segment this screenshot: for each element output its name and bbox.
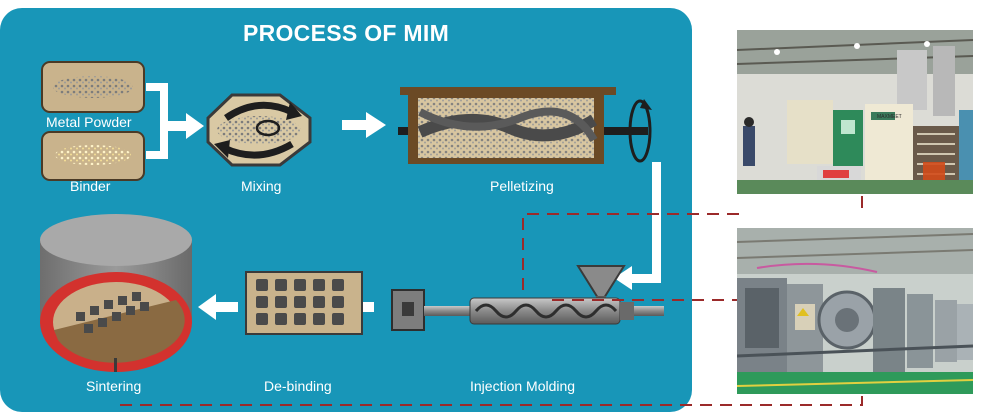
- arrow-to-injection: [614, 162, 661, 290]
- dashed-connectors: [120, 196, 863, 406]
- pelletizer: [398, 87, 652, 164]
- machine-brand-sign: MAXMEET: [877, 114, 902, 120]
- arrow-to-sintering: [198, 294, 238, 320]
- label-pelletizing: Pelletizing: [490, 178, 554, 194]
- binder-box: [41, 131, 145, 181]
- metal-powder-box: [41, 61, 145, 113]
- sintering-furnace: [40, 214, 192, 372]
- factory-photo-injection: MAXMEET: [737, 30, 973, 194]
- label-injection-molding: Injection Molding: [470, 378, 576, 394]
- label-metal-powder: Metal Powder: [46, 114, 132, 130]
- label-sintering: Sintering: [86, 378, 142, 394]
- diagram-title: PROCESS OF MIM: [242, 20, 450, 46]
- merge-arrow: [146, 83, 204, 159]
- mixing-vessel: [206, 93, 312, 167]
- label-debinding: De-binding: [264, 378, 332, 394]
- injection-molding-machine: [391, 265, 664, 331]
- factory-photo-sintering: [737, 228, 973, 394]
- debinding-tray: [245, 271, 363, 335]
- arrow-to-pelletizing: [342, 112, 386, 138]
- label-binder: Binder: [70, 178, 111, 194]
- label-mixing: Mixing: [241, 178, 282, 194]
